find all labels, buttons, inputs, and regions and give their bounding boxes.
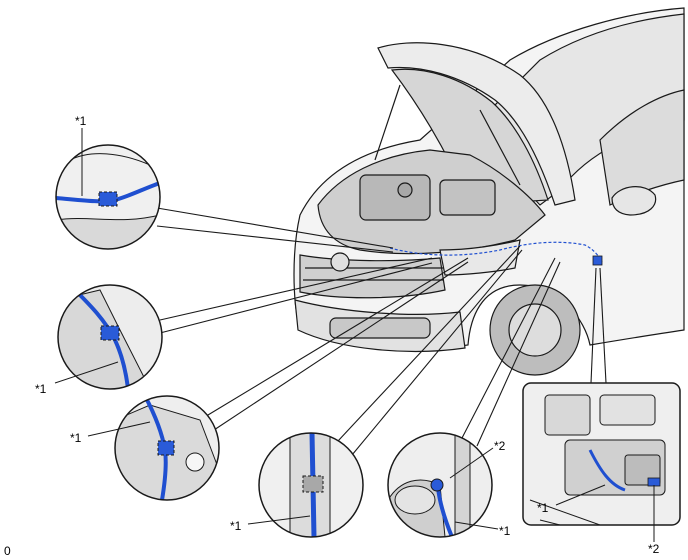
callout-connector-detail-6: *2 — [648, 542, 660, 556]
callout-harness-detail-6: *1 — [537, 501, 549, 515]
side-mirror — [611, 186, 657, 216]
hood-strut-right — [479, 109, 521, 186]
detail-view-6 — [522, 382, 681, 526]
callout-harness-detail-1: *1 — [75, 114, 87, 128]
callout-harness-detail-3: *1 — [70, 431, 82, 445]
callout-connector-detail-5: *2 — [494, 439, 506, 453]
clamp-marker-icon — [100, 325, 120, 341]
detail-view-3 — [114, 395, 220, 501]
engine-cover — [439, 179, 496, 216]
detail-view-4 — [258, 432, 364, 538]
engine-cap — [397, 182, 413, 198]
emblem — [330, 252, 350, 272]
callout-leaders — [54, 128, 655, 542]
harness-wire — [436, 487, 454, 537]
hood-strut-left — [374, 84, 401, 161]
connector-icon — [647, 477, 661, 487]
clamp-marker-icon — [98, 191, 118, 207]
clamp-marker-icon — [157, 440, 175, 456]
callout-harness-detail-4: *1 — [230, 519, 242, 533]
clamp-marker-icon — [302, 475, 324, 493]
detail-view-1 — [55, 144, 161, 250]
detail-view-5 — [387, 432, 493, 538]
callout-harness-detail-2: *1 — [35, 382, 47, 396]
vehicle-harness-route — [389, 241, 603, 263]
connector-icon — [430, 478, 444, 492]
harness-wire — [588, 449, 626, 492]
detail-view-2 — [57, 284, 163, 390]
figure-number: 0 — [4, 544, 11, 558]
callout-harness-detail-5: *1 — [499, 524, 511, 538]
clamp-marker-icon — [592, 255, 603, 266]
engine-block — [359, 174, 431, 221]
lower-grille — [329, 317, 431, 339]
leader-lines — [156, 207, 607, 456]
open-hood — [377, 42, 576, 206]
vehicle-illustration — [293, 7, 685, 376]
headlight — [439, 239, 521, 276]
front-rim — [508, 303, 562, 357]
hood-inner — [390, 68, 549, 206]
